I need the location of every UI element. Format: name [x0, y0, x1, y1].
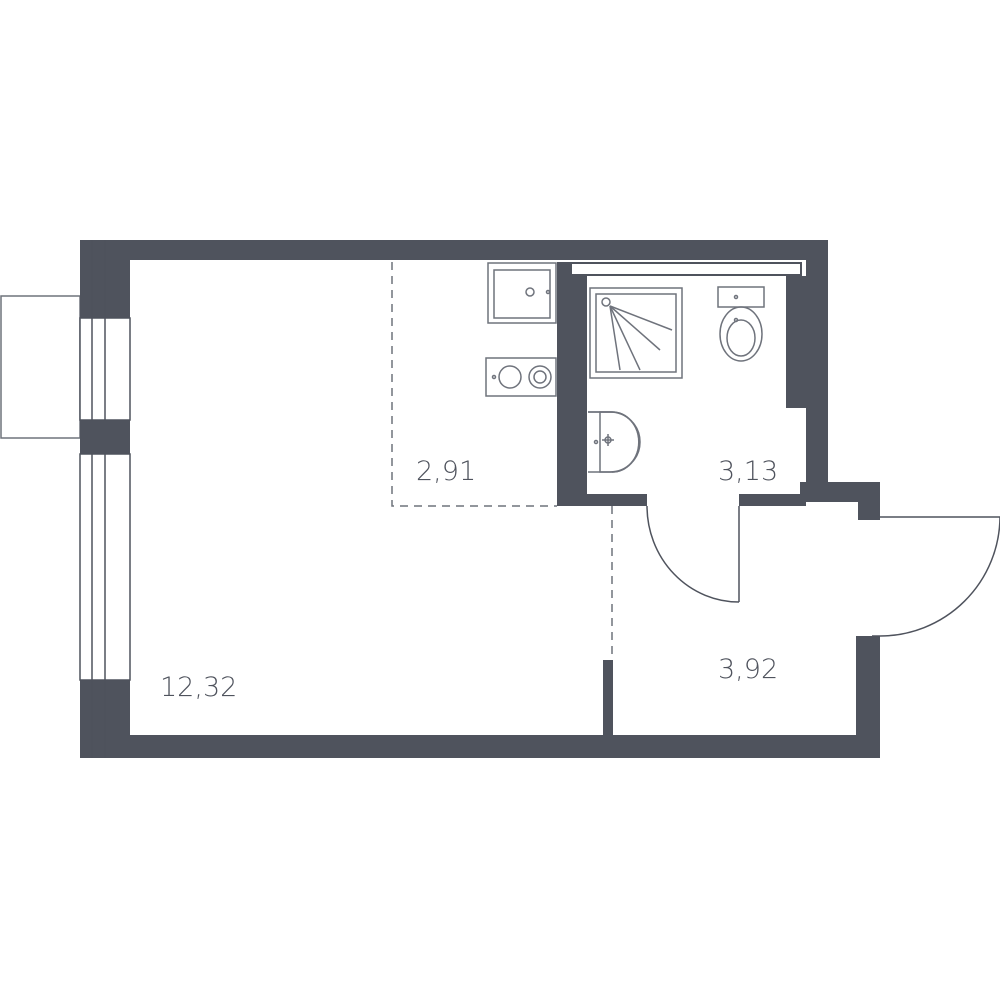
- entrance-door: [872, 516, 1000, 637]
- toilet-icon: [717, 286, 765, 362]
- stove-icon: [485, 357, 557, 397]
- zone-dashes: [391, 262, 613, 660]
- balcony-outline: [0, 295, 81, 439]
- area-label-living-room: 12,32: [160, 672, 237, 703]
- shower-icon: [589, 287, 683, 379]
- bathroom-door: [646, 505, 740, 603]
- sink-icon: [487, 262, 557, 324]
- window-mullions: [91, 240, 106, 758]
- washbasin-icon: [588, 411, 641, 473]
- area-label-kitchen: 2,91: [416, 456, 476, 487]
- exterior-walls: [80, 240, 880, 758]
- area-label-bathroom: 3,13: [718, 456, 778, 487]
- area-label-hallway: 3,92: [718, 654, 778, 685]
- bathroom-top-gap: [572, 264, 800, 274]
